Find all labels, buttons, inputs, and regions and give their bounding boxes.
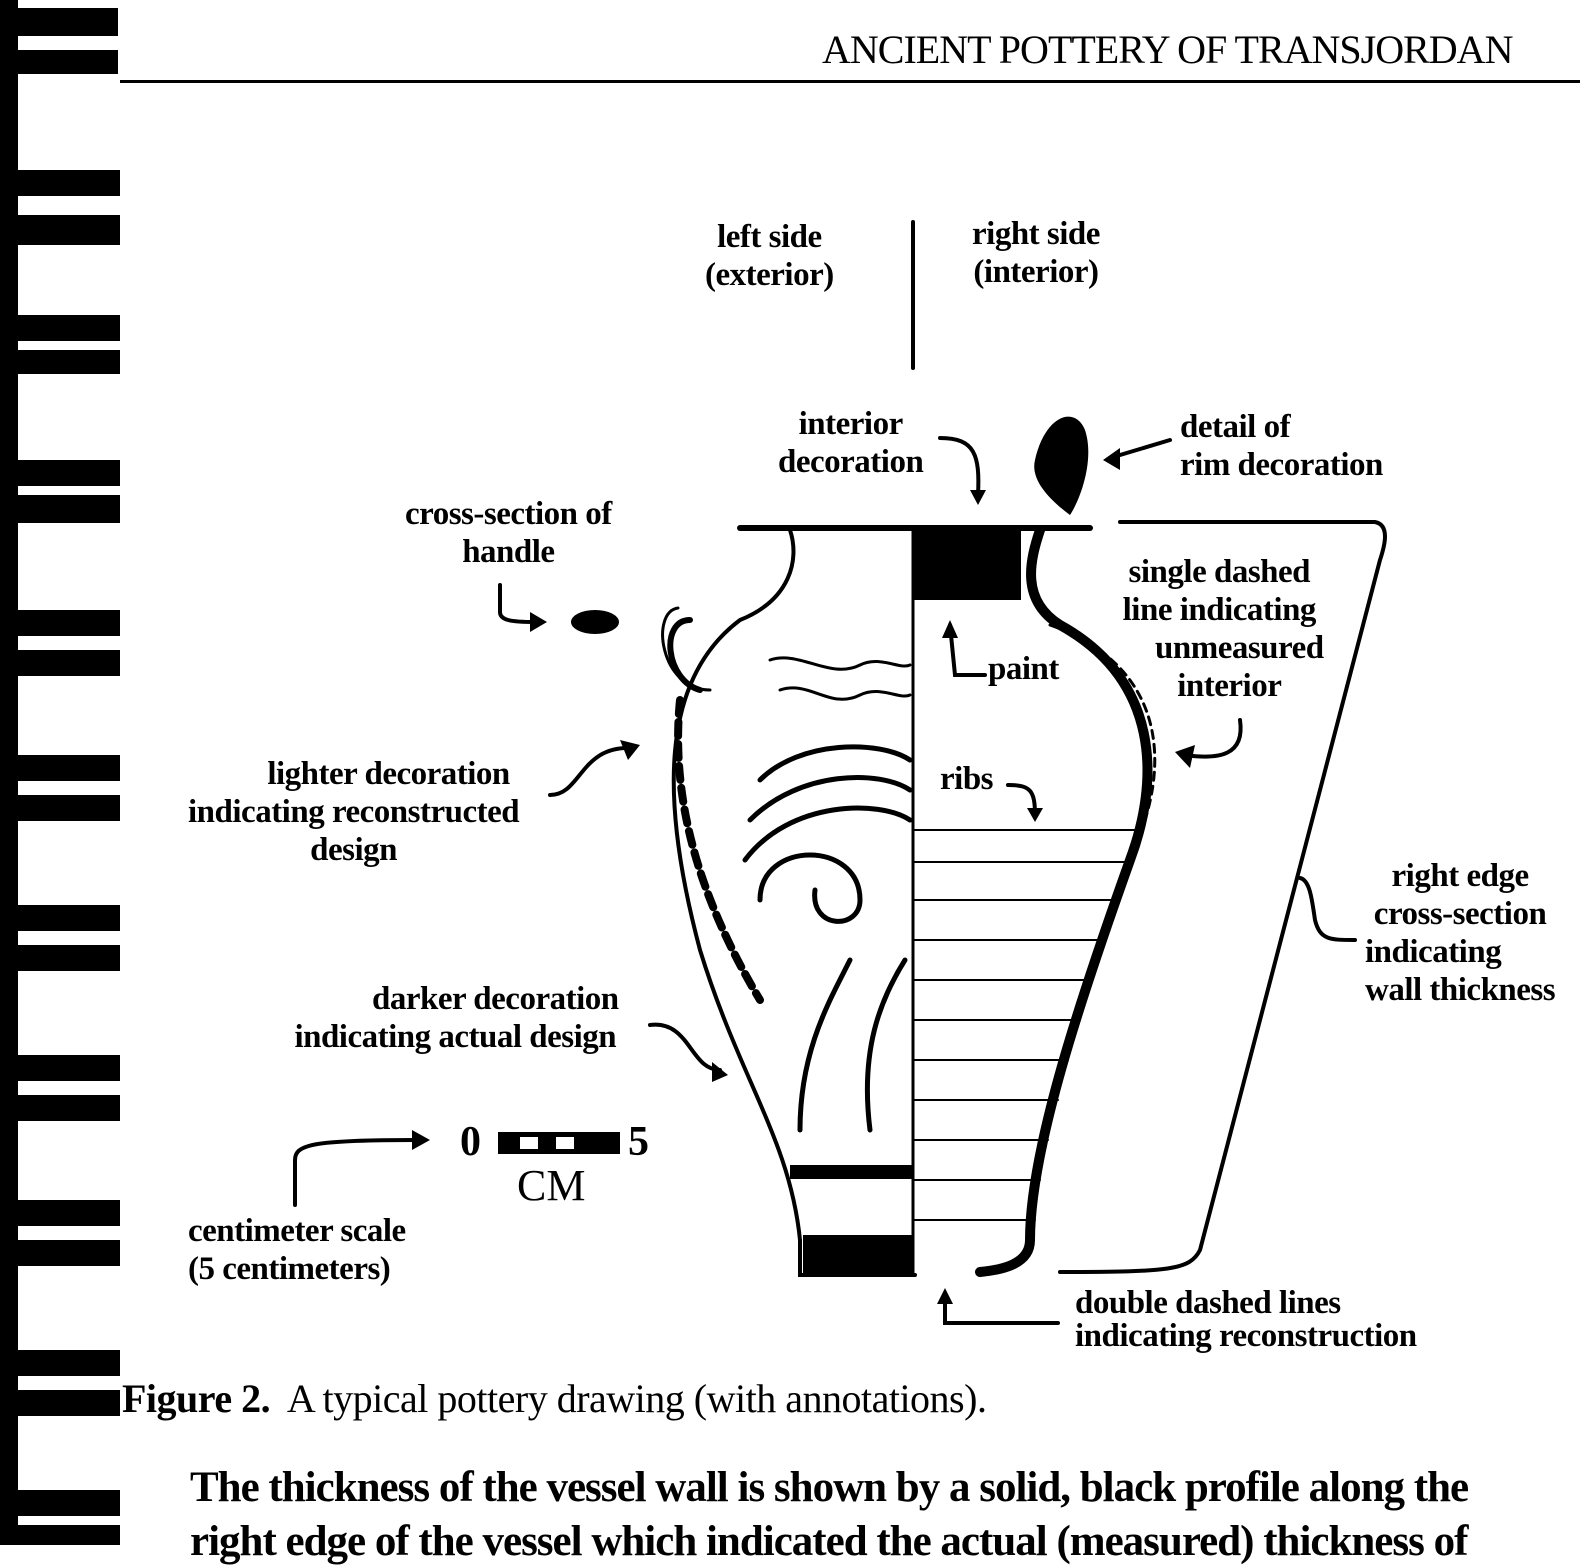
handle-section bbox=[571, 610, 619, 634]
label-line: unmeasured bbox=[1155, 630, 1324, 666]
running-header: ANCIENT POTTERY OF TRANSJORDAN bbox=[822, 27, 1513, 72]
label-line: decoration bbox=[778, 444, 924, 480]
scale-end: 5 bbox=[628, 1119, 649, 1165]
label-left-side: left side (exterior) bbox=[705, 218, 834, 294]
paint-band bbox=[913, 530, 1021, 600]
scale-unit: CM bbox=[517, 1161, 586, 1210]
label-lighter-decoration: lighter decoration indicating reconstruc… bbox=[188, 755, 520, 869]
label-line: lighter decoration bbox=[267, 756, 510, 792]
label-line: left side bbox=[717, 219, 822, 255]
label-line: (exterior) bbox=[705, 257, 834, 293]
label-line: line indicating bbox=[1122, 592, 1317, 628]
body-paragraph-line: right edge of the vessel which indicated… bbox=[190, 1518, 1468, 1565]
label-line: handle bbox=[462, 534, 555, 570]
label-line: design bbox=[310, 832, 397, 868]
figure-caption: Figure 2. A typical pottery drawing (wit… bbox=[122, 1375, 987, 1422]
label-darker-decoration: darker decoration indicating actual desi… bbox=[292, 980, 619, 1056]
label-line: cross-section bbox=[1373, 896, 1547, 932]
rim-detail bbox=[1034, 416, 1089, 515]
label-line: cross-section of bbox=[405, 496, 612, 532]
binding-holes bbox=[0, 0, 120, 1545]
header-rule bbox=[120, 80, 1580, 83]
label-line: double dashed lines bbox=[1075, 1285, 1341, 1321]
label-right-edge: right edge cross-section indicating wall… bbox=[1365, 857, 1556, 1009]
label-line: indicating bbox=[1365, 934, 1502, 970]
label-line: single dashed bbox=[1128, 554, 1311, 590]
label-right-side: right side (interior) bbox=[972, 215, 1100, 291]
label-line: (5 centimeters) bbox=[188, 1251, 391, 1287]
label-ribs: ribs bbox=[940, 761, 994, 797]
scale-start: 0 bbox=[460, 1119, 481, 1165]
label-paint: paint bbox=[988, 651, 1059, 687]
label-rim-detail: detail of rim decoration bbox=[1180, 408, 1383, 484]
label-cm-scale: centimeter scale (5 centimeters) bbox=[188, 1212, 406, 1288]
label-line: indicating reconstruction bbox=[1075, 1318, 1417, 1354]
label-line: indicating reconstructed bbox=[188, 794, 520, 830]
body-paragraph-line: The thickness of the vessel wall is show… bbox=[190, 1464, 1469, 1511]
label-handle-section: cross-section of handle bbox=[405, 495, 612, 571]
label-line: centimeter scale bbox=[188, 1213, 406, 1249]
label-interior-decoration: interior decoration bbox=[778, 405, 924, 481]
label-line: interior bbox=[798, 406, 904, 442]
label-double-dashed: double dashed lines indicating reconstru… bbox=[1075, 1287, 1417, 1353]
label-line: rim decoration bbox=[1180, 447, 1383, 483]
caption-text: A typical pottery drawing (with annotati… bbox=[286, 1376, 987, 1421]
label-line: wall thickness bbox=[1365, 972, 1556, 1008]
label-line: darker decoration bbox=[372, 981, 619, 1017]
label-line: interior bbox=[1177, 668, 1282, 704]
caption-number: Figure 2. bbox=[122, 1376, 271, 1421]
label-line: detail of bbox=[1180, 409, 1291, 445]
label-single-dashed: single dashed line indicating unmeasured… bbox=[1115, 553, 1324, 705]
label-line: right side bbox=[972, 216, 1100, 252]
label-line: indicating actual design bbox=[294, 1019, 617, 1055]
label-line: (interior) bbox=[973, 254, 1099, 290]
label-line: right edge bbox=[1391, 858, 1530, 894]
